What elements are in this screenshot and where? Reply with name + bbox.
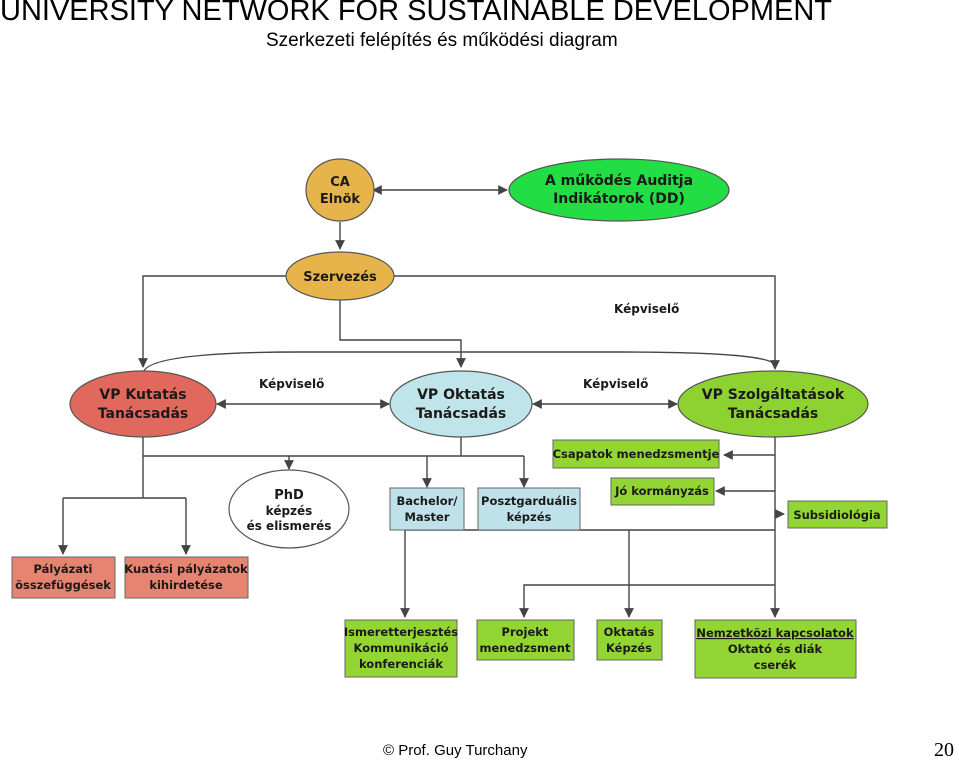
- svg-text:Jó kormányzás: Jó kormányzás: [614, 484, 709, 498]
- page-title: UNIVERSITY NETWORK FOR SUSTAINABLE DEVEL…: [0, 0, 833, 27]
- svg-text:Csapatok menedzsmentje: Csapatok menedzsmentje: [553, 447, 720, 461]
- edge-label-kepviselo-left: Képviselő: [259, 377, 324, 391]
- to-projekt-connector: [519, 584, 775, 618]
- edge-label-kepviselo-top: Képviselő: [614, 302, 679, 316]
- node-csapatok: Csapatok menedzsmentje: [552, 439, 720, 469]
- node-subsidiologia: Subsidiológia: [787, 500, 888, 529]
- node-szervezes: Szervezés: [285, 251, 395, 301]
- szervezes-oktatas-connector: [339, 300, 466, 368]
- svg-text:Bachelor/Master: Bachelor/Master: [396, 494, 458, 524]
- footer-author: © Prof. Guy Turchany: [383, 742, 528, 759]
- szervezes-szolg-connector: [394, 275, 780, 370]
- node-jo-kormanyzas: Jó kormányzás: [610, 477, 715, 506]
- svg-text:Szervezés: Szervezés: [303, 270, 377, 285]
- connectors: [58, 185, 785, 618]
- szervezes-kutatas-connector: [138, 275, 286, 368]
- svg-text:Subsidiológia: Subsidiológia: [793, 508, 880, 522]
- top-arc-connector: [142, 351, 776, 375]
- edge-label-kepviselo-right: Képviselő: [583, 377, 648, 391]
- page-subtitle: Szerkezeti felépítés és működési diagram: [266, 30, 618, 51]
- page-number: 20: [934, 739, 954, 761]
- node-bachelor: Bachelor/Master: [389, 487, 465, 531]
